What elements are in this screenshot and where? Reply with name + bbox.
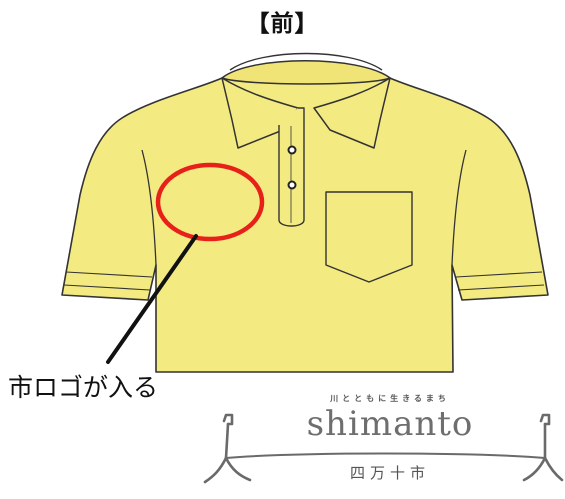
chest-pocket	[325, 191, 413, 283]
logo-wordmark: shimanto	[306, 404, 474, 444]
collar-right	[313, 77, 391, 149]
logo-figure-left	[203, 413, 252, 484]
logo-underline	[225, 452, 546, 459]
collar-back	[220, 60, 392, 85]
button-top	[287, 145, 297, 155]
logo-figure-right	[522, 413, 564, 482]
shirt-body	[61, 77, 549, 373]
page-title: 【前】	[246, 11, 319, 37]
logo-city-name: 四万十市	[349, 464, 430, 482]
logo-tagline: 川とともに生きるまち	[330, 394, 450, 403]
logo-position-circle	[155, 162, 265, 242]
placket	[278, 107, 305, 227]
logo-callout-label: 市ロゴが入る	[8, 373, 159, 402]
button-bottom	[287, 180, 297, 190]
callout-pointer-line	[106, 234, 198, 364]
